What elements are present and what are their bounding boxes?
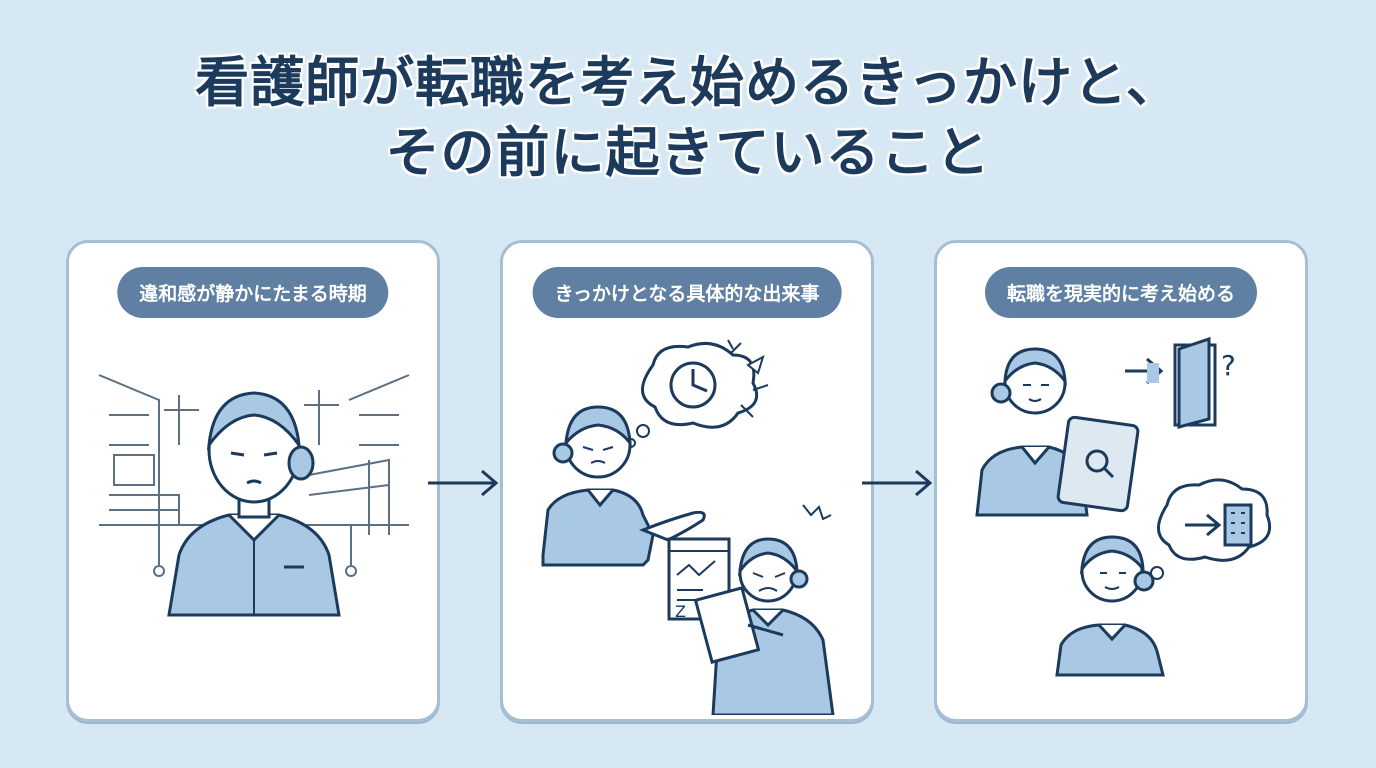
frustrated-nurses-illustration: Z bbox=[541, 339, 835, 715]
nurse-with-tablet-icon bbox=[975, 347, 1140, 517]
hospital-ward-background-icon bbox=[98, 374, 410, 577]
page-title: 看護師が転職を考え始めるきっかけと、 その前に起きていること bbox=[0, 48, 1376, 188]
stage-label-3: 転職を現実的に考え始める bbox=[984, 267, 1258, 318]
stage-panel-2: きっかけとなる具体的な出来事 Z bbox=[500, 240, 874, 722]
stage-label-2: きっかけとなる具体的な出来事 bbox=[532, 267, 842, 318]
nurse-1-icon bbox=[167, 391, 341, 617]
arrow-right-icon bbox=[862, 469, 933, 497]
thought-cloud-clock-icon bbox=[626, 339, 769, 448]
nurse-2-icon bbox=[541, 405, 706, 567]
stage-panel-3: 転職を現実的に考え始める ? bbox=[934, 240, 1308, 722]
stage-panel-1: 違和感が静かにたまる時期 bbox=[66, 240, 440, 722]
chart-letter: Z bbox=[675, 602, 686, 621]
question-mark: ? bbox=[1221, 349, 1236, 382]
nurse-4-icon bbox=[1055, 535, 1165, 677]
title-line-1: 看護師が転職を考え始めるきっかけと、 bbox=[195, 51, 1181, 114]
job-search-illustration: ? bbox=[975, 336, 1272, 677]
arrow-right-icon bbox=[428, 469, 499, 497]
title-line-2: その前に起きていること bbox=[385, 121, 991, 184]
nurse-3-icon bbox=[693, 504, 835, 715]
exit-door-icon: ? bbox=[1125, 336, 1236, 429]
tired-nurse-illustration bbox=[98, 374, 410, 617]
stage-label-1: 違和感が静かにたまる時期 bbox=[117, 267, 389, 318]
thought-cloud-building-icon bbox=[1140, 478, 1272, 590]
